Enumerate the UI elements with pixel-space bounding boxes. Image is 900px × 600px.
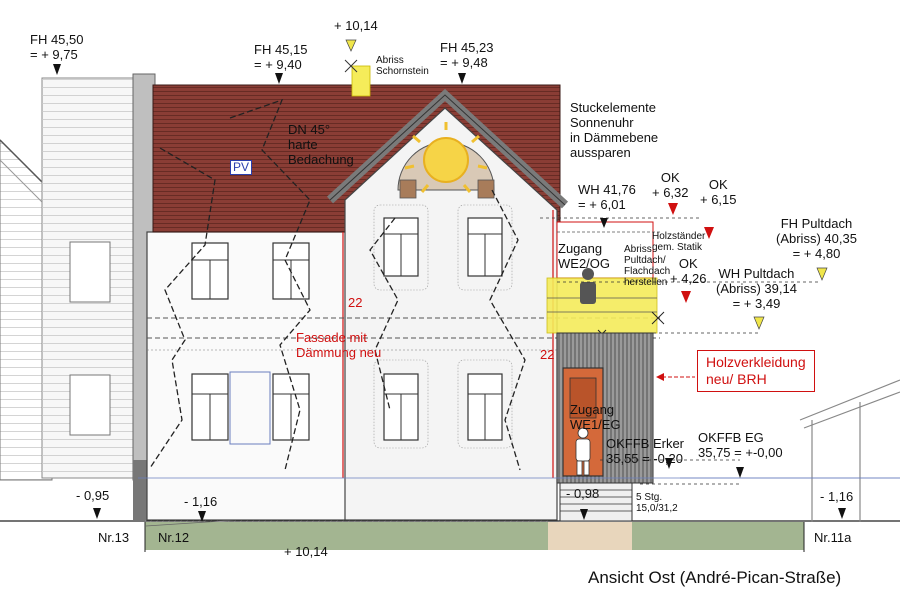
level-label-ok-2: OK + 6,15 (700, 177, 737, 207)
label-line: WH 41,76 (578, 182, 636, 197)
label-line: Zugang (558, 241, 603, 256)
person-figure-upper (580, 268, 596, 304)
label-line: FH 45,23 (440, 40, 494, 55)
label-line: Abriss (624, 244, 652, 255)
label-line: WE1/EG (570, 417, 621, 432)
sundial-ornament (404, 122, 488, 193)
level-label-chimney: + 10,14 (334, 18, 378, 33)
neighbour-house-left (0, 73, 156, 520)
label-line: gem. Statik (652, 242, 703, 253)
label-line: in Dämmebene (570, 130, 659, 145)
label-line: Fassade mit (296, 330, 367, 345)
label-line: FH Pultdach (780, 216, 853, 231)
label-line: 35,55 = -0,20 (606, 451, 683, 466)
label-line: neu/ BRH (706, 371, 767, 387)
label-line: Abriss (376, 55, 404, 66)
label-line: FH 45,15 (254, 42, 308, 57)
label-line: = + 6,01 (578, 197, 626, 212)
insulation-thickness-a: 22 (348, 295, 363, 310)
cladding-note: Holzverkleidung neu/ BRH (697, 350, 815, 392)
label-line: OK (660, 170, 680, 185)
label-line: WH Pultdach (718, 266, 795, 281)
label-line: Stuckelemente (570, 100, 656, 115)
label-line: (Abriss) 40,35 (776, 231, 857, 246)
label-line: 35,75 = +-0,00 (698, 445, 783, 460)
label-line: = + 9,48 (440, 55, 488, 70)
demolish-roof-note: Abriss Pultdach/ Flachdach herstellen (624, 244, 670, 288)
timber-frame-note: Holzständer gem. Statik (652, 231, 705, 253)
label-line: aussparen (570, 145, 631, 160)
level-label-fh-pultdach: FH Pultdach (Abriss) 40,35 = + 4,80 (776, 216, 857, 261)
label-line: Pultdach/ (624, 255, 666, 266)
label-line: OK (708, 177, 728, 192)
level-label-okffb-erker: OKFFB Erker 35,55 = -0,20 (606, 436, 684, 466)
label-line: = + 9,75 (30, 47, 78, 62)
house-number-right: Nr.11a (814, 530, 852, 545)
steps-note: 5 Stg. 15,0/31,2 (636, 492, 678, 514)
chimney-demolish-note: Abriss Schornstein (376, 55, 429, 77)
label-line: WE2/OG (558, 256, 611, 271)
label-line: Schornstein (376, 66, 429, 77)
label-line: Zugang (570, 402, 615, 417)
level-lines (540, 217, 820, 485)
access-ground-note: Zugang WE1/EG (570, 402, 621, 432)
level-label-fh-gable: FH 45,23 = + 9,48 (440, 40, 493, 70)
label-line: DN 45° (288, 122, 331, 137)
label-line: Dämmung neu (296, 345, 382, 360)
label-line: (Abriss) 39,14 (716, 281, 797, 296)
label-line: Holzständer (652, 231, 706, 242)
level-markers (53, 39, 846, 522)
level-label-wh: WH 41,76 = + 6,01 (578, 182, 636, 212)
access-upper-note: Zugang WE2/OG (558, 241, 610, 271)
label-line: Flachdach (624, 266, 671, 277)
level-label-ground-right: - 1,16 (820, 489, 854, 504)
label-line: Bedachung (288, 152, 354, 167)
label-line: OKFFB Erker (606, 436, 685, 451)
street-slope-label: + 10,14 (284, 544, 328, 559)
main-house (146, 59, 660, 521)
label-line: + 6,15 (700, 192, 737, 207)
label-line: FH 45,50 (30, 32, 84, 47)
label-line: 5 Stg. (636, 492, 663, 503)
label-line: 15,0/31,2 (636, 503, 678, 514)
label-line: herstellen (624, 277, 668, 288)
label-line: OKFFB EG (698, 430, 764, 445)
level-label-ground-left: - 0,95 (76, 488, 110, 503)
label-line: + 4,26 (670, 271, 707, 286)
level-label-ok-3: OK + 4,26 (670, 256, 707, 286)
drawing-title: Ansicht Ost (André-Pican-Straße) (588, 568, 842, 587)
label-line: Sonnenuhr (570, 115, 634, 130)
label-line: = + 9,40 (254, 57, 302, 72)
insulation-thickness-b: 22 (540, 347, 555, 362)
level-label-fh-left: FH 45,50 = + 9,75 (30, 32, 83, 62)
house-number-main: Nr.12 (158, 530, 190, 545)
stucco-note: Stuckelemente Sonnenuhr in Dämmebene aus… (570, 100, 658, 160)
label-line: harte (288, 137, 318, 152)
roof-note: DN 45° harte Bedachung (288, 122, 354, 167)
level-label-ground-center: - 1,16 (184, 494, 218, 509)
house-number-left: Nr.13 (98, 530, 130, 545)
level-label-ok-1: OK + 6,32 (652, 170, 689, 200)
label-line: OK (678, 256, 698, 271)
label-line: + 6,32 (652, 185, 689, 200)
level-label-fh-main: FH 45,15 = + 9,40 (254, 42, 307, 72)
level-label-entry: - 0,98 (566, 486, 600, 501)
pv-badge: PV (230, 160, 253, 175)
level-label-wh-pultdach: WH Pultdach (Abriss) 39,14 = + 3,49 (716, 266, 797, 311)
facade-insulation-note: Fassade mit Dämmung neu (296, 330, 381, 360)
person-figure-door (575, 427, 591, 476)
label-line: Holzverkleidung (706, 354, 806, 370)
label-line: = + 4,80 (792, 246, 841, 261)
level-label-okffb-eg: OKFFB EG 35,75 = +-0,00 (698, 430, 783, 460)
label-line: = + 3,49 (732, 296, 781, 311)
